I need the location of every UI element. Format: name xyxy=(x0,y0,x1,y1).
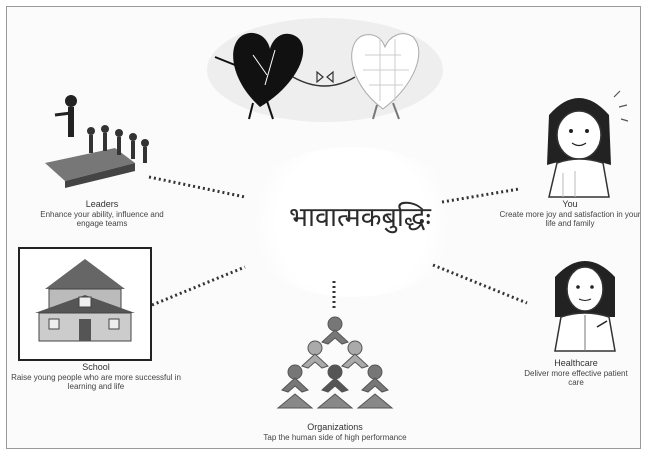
leader-podium-icon xyxy=(35,93,155,188)
healthcare-caption: Healthcare Deliver more effective patien… xyxy=(517,359,635,387)
healthcare-description: Deliver more effective patient care xyxy=(524,369,627,387)
center-title: भावात्मकबुद्धिः xyxy=(255,197,465,234)
organizations-title: Organizations xyxy=(262,423,408,432)
healthcare-title: Healthcare xyxy=(517,359,635,368)
you-title: You xyxy=(499,200,641,209)
leaders-description: Enhance your ability, influence and enga… xyxy=(40,210,164,228)
leaders-caption: Leaders Enhance your ability, influence … xyxy=(27,200,177,228)
school-description: Raise young people who are more successf… xyxy=(11,373,181,391)
connector-healthcare xyxy=(433,265,527,303)
nurse-icon xyxy=(535,247,635,352)
leaders-title: Leaders xyxy=(27,200,177,209)
hearts-handshake-icon xyxy=(205,15,445,125)
school-title: School xyxy=(11,363,181,372)
organizations-caption: Organizations Tap the human side of high… xyxy=(262,423,408,442)
diagram-frame: भावात्मकबुद्धिः Leaders Enhance your abi… xyxy=(6,6,641,449)
organizations-description: Tap the human side of high performance xyxy=(263,433,406,442)
people-pyramid-icon xyxy=(260,312,410,412)
you-description: Create more joy and satisfaction in your… xyxy=(500,210,641,228)
school-building-icon xyxy=(25,255,145,350)
woman-thinking-icon xyxy=(519,85,639,200)
connector-leaders xyxy=(149,177,245,197)
you-caption: You Create more joy and satisfaction in … xyxy=(499,200,641,228)
connector-school xyxy=(152,267,245,305)
school-caption: School Raise young people who are more s… xyxy=(11,363,181,391)
